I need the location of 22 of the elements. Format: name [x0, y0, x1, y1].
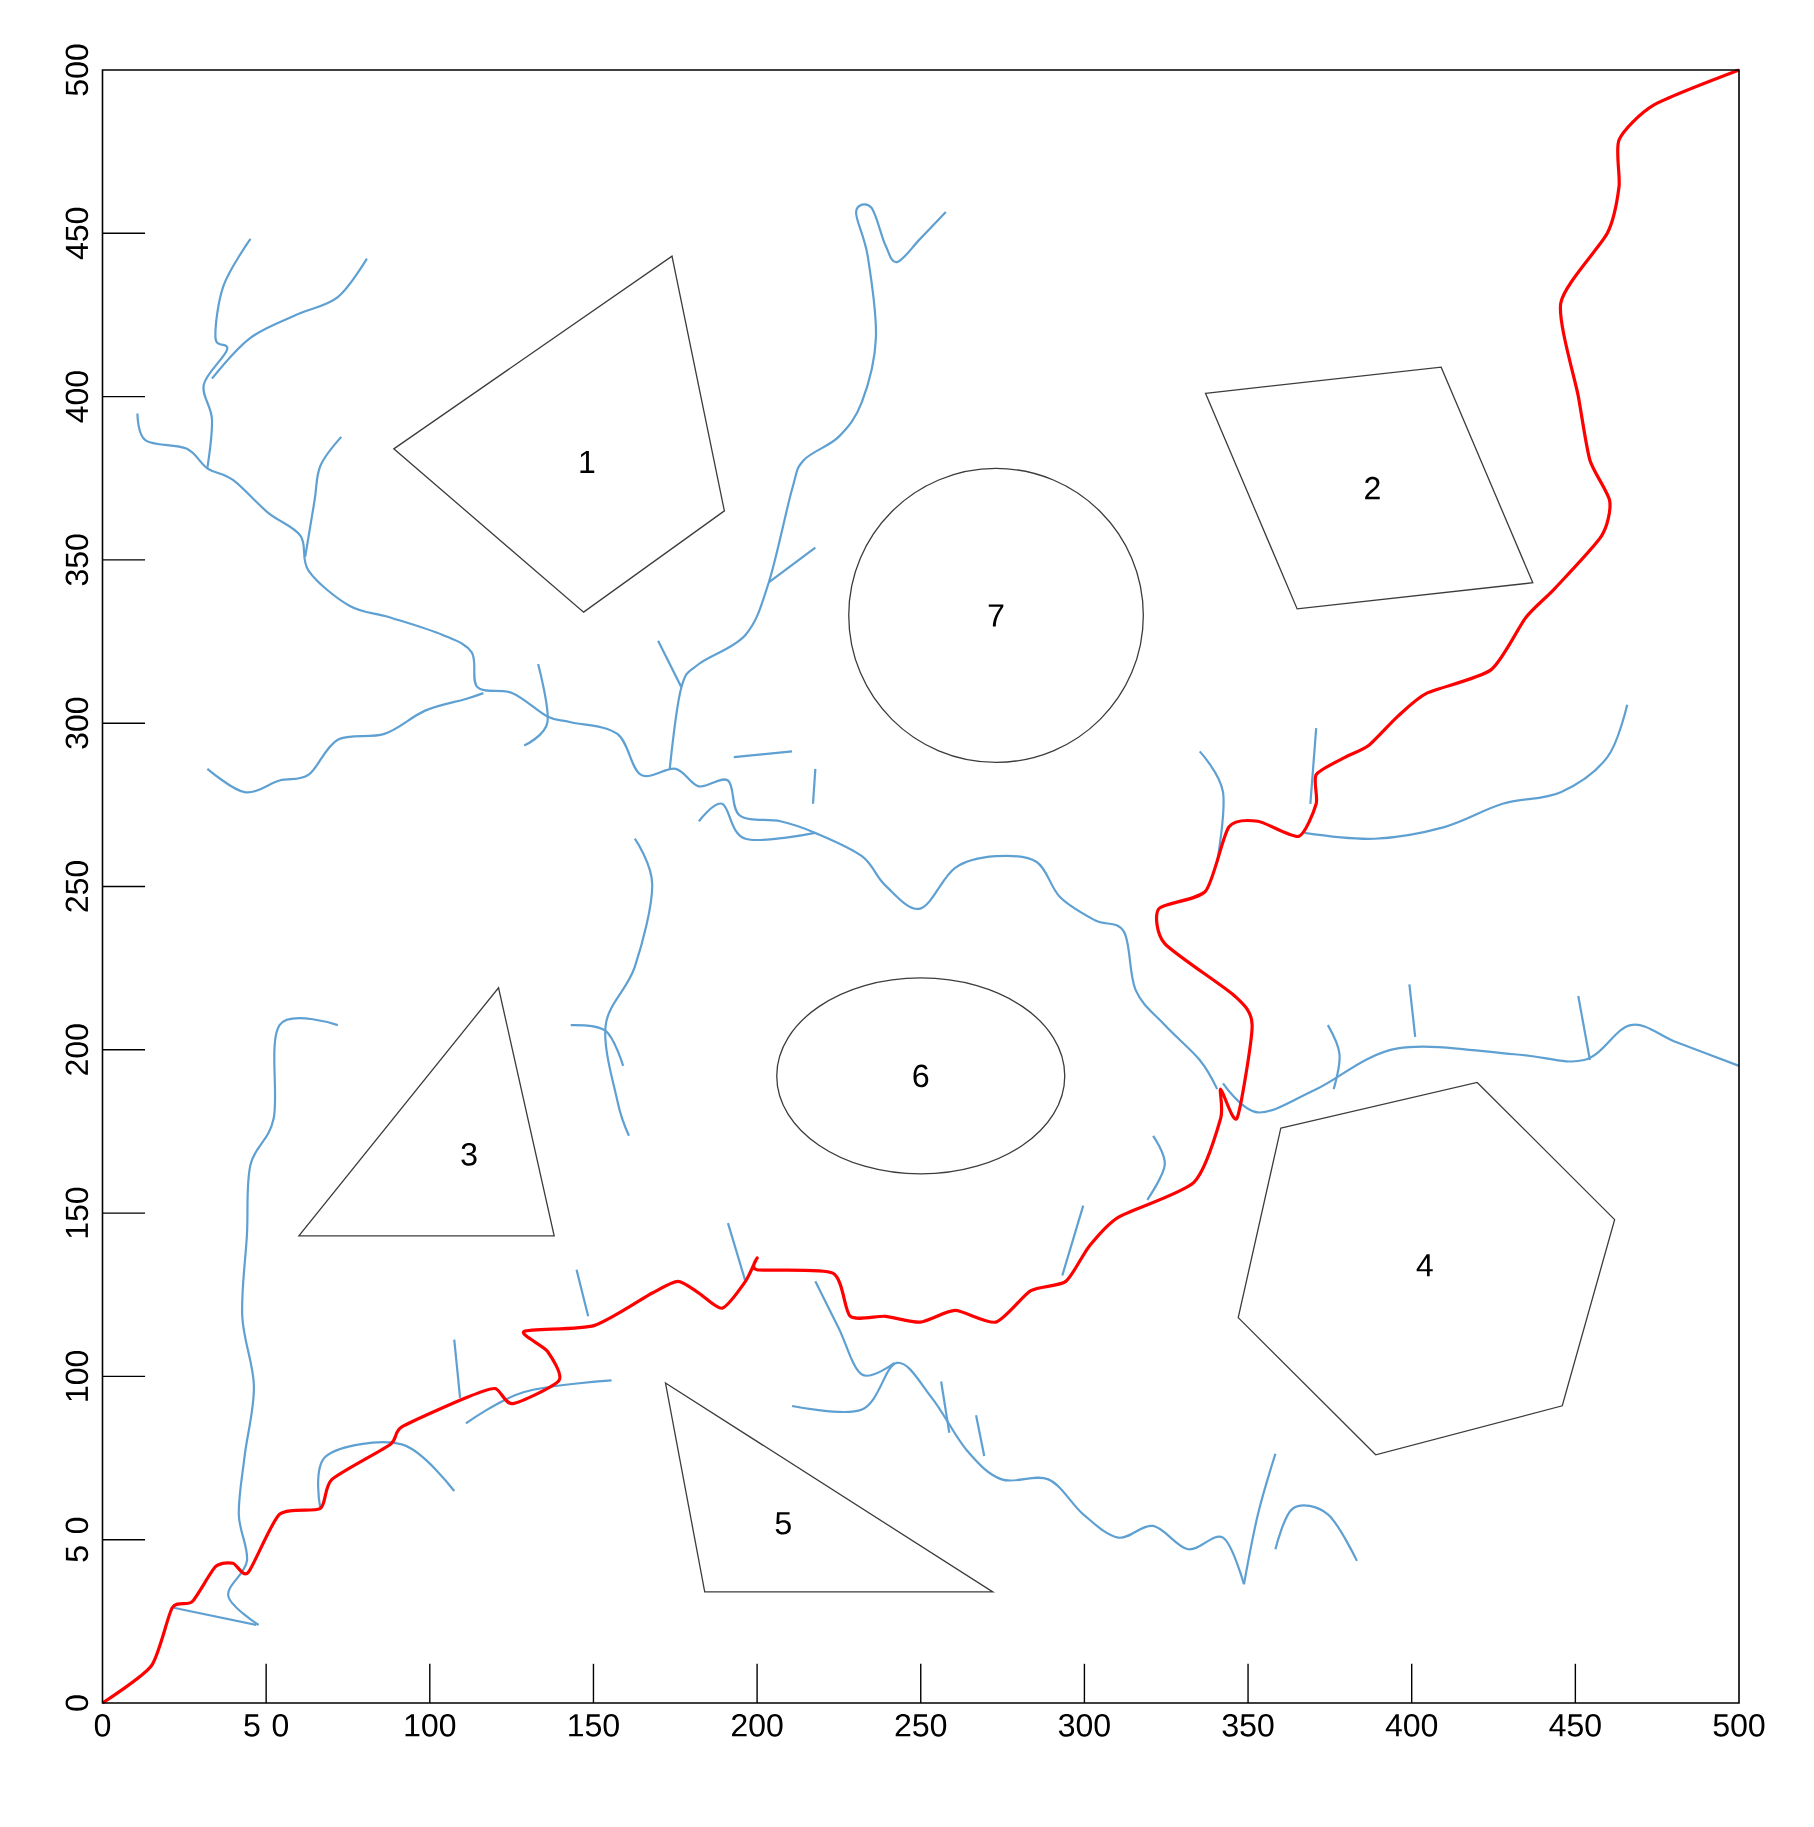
tick-label: 350 [1222, 1714, 1274, 1737]
tick-label: 500 [65, 44, 89, 96]
tick-label: 150 [569, 1714, 619, 1737]
tick-label: 500 [1713, 1714, 1765, 1737]
tick-label: 400 [65, 371, 89, 423]
tick-label: 5 0 [65, 1517, 89, 1562]
tick-label: 300 [1058, 1714, 1110, 1737]
tick-label: 350 [65, 534, 89, 586]
tick-label: 450 [65, 207, 89, 260]
tick-label: 150 [65, 1187, 89, 1238]
tick-label: 100 [405, 1714, 456, 1737]
tick-label: 0 [65, 1695, 89, 1711]
tick-label: 450 [1549, 1714, 1601, 1737]
tick-label: 250 [895, 1714, 947, 1737]
tick-label: 400 [1385, 1714, 1438, 1737]
tick-label: 0 [94, 1714, 111, 1737]
tick-label: 300 [65, 697, 89, 749]
tick-label: 200 [65, 1024, 89, 1075]
tick-label: 250 [65, 861, 89, 912]
tick-label: 200 [732, 1714, 783, 1737]
tick-label: 5 0 [244, 1714, 288, 1737]
tick-label: 100 [65, 1350, 89, 1401]
